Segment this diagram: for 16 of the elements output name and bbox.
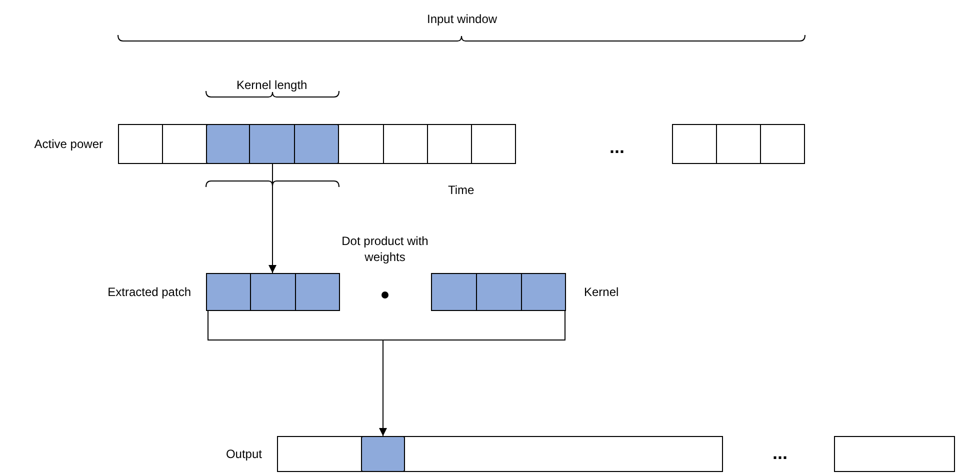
- row-label: Extracted patch: [108, 285, 191, 299]
- kernel-window: [206, 124, 338, 164]
- ellipsis: ...: [772, 443, 788, 464]
- operation-label: Dot product with weights: [340, 233, 430, 265]
- arrow: [268, 164, 276, 274]
- row-label: Output: [226, 447, 262, 461]
- output-bar: [834, 436, 955, 472]
- row-label: Kernel: [584, 285, 619, 299]
- input-sequence-bar: [672, 124, 805, 164]
- row-label: Active power: [34, 137, 103, 151]
- axis-label: Time: [448, 183, 474, 197]
- ellipsis: ...: [610, 137, 625, 158]
- group-label: Input window: [427, 12, 498, 26]
- dimension-label: Kernel length: [236, 78, 308, 92]
- output-value-cell: [360, 436, 404, 472]
- merge-arrow: [208, 310, 566, 436]
